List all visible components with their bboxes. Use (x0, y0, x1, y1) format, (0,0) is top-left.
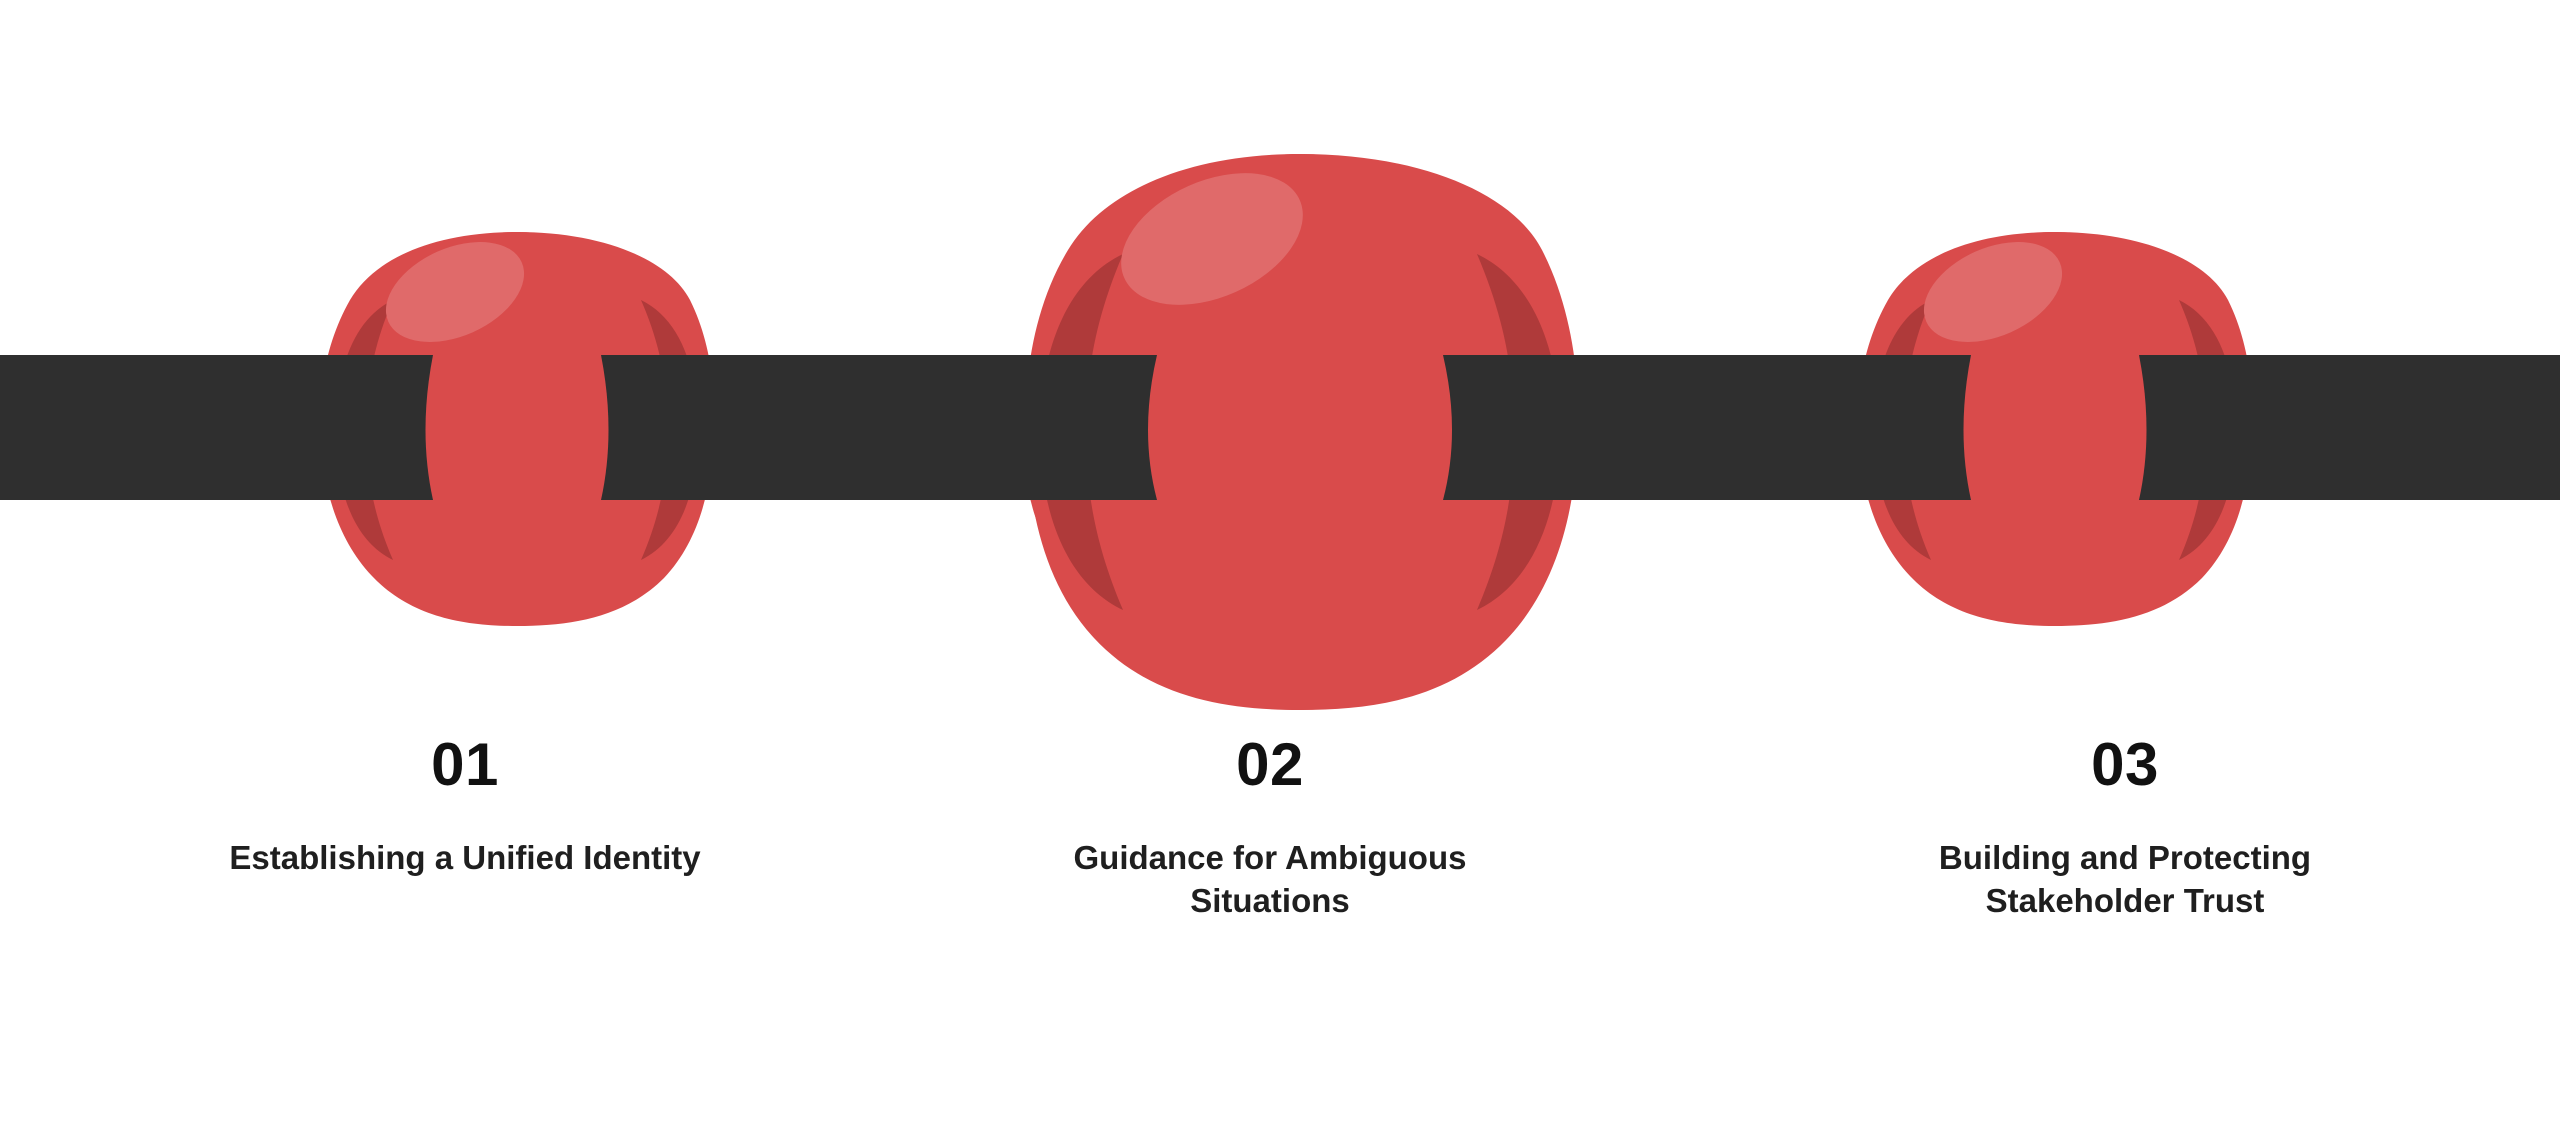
caption-row: 01 Establishing a Unified Identity 02 Gu… (0, 735, 2560, 1035)
step-item-1[interactable]: 01 Establishing a Unified Identity (0, 735, 860, 880)
bead-1-highlight (385, 242, 525, 342)
step-title-2: Guidance for Ambiguous Situations (1073, 839, 1467, 919)
step-number-2: 02 (1236, 731, 1304, 798)
step-title-3: Building and Protecting Stakeholder Trus… (1938, 839, 2312, 919)
bead-2-highlight (1121, 173, 1303, 305)
step-title-1: Establishing a Unified Identity (229, 839, 701, 876)
timeline-graphic (0, 154, 2560, 710)
bead-3-highlight (1923, 242, 2063, 342)
step-item-2[interactable]: 02 Guidance for Ambiguous Situations (860, 735, 1660, 923)
step-number-1: 01 (431, 731, 499, 798)
step-item-3[interactable]: 03 Building and Protecting Stakeholder T… (1660, 735, 2540, 923)
step-number-3: 03 (2091, 731, 2159, 798)
timeline-bar (0, 355, 2560, 500)
